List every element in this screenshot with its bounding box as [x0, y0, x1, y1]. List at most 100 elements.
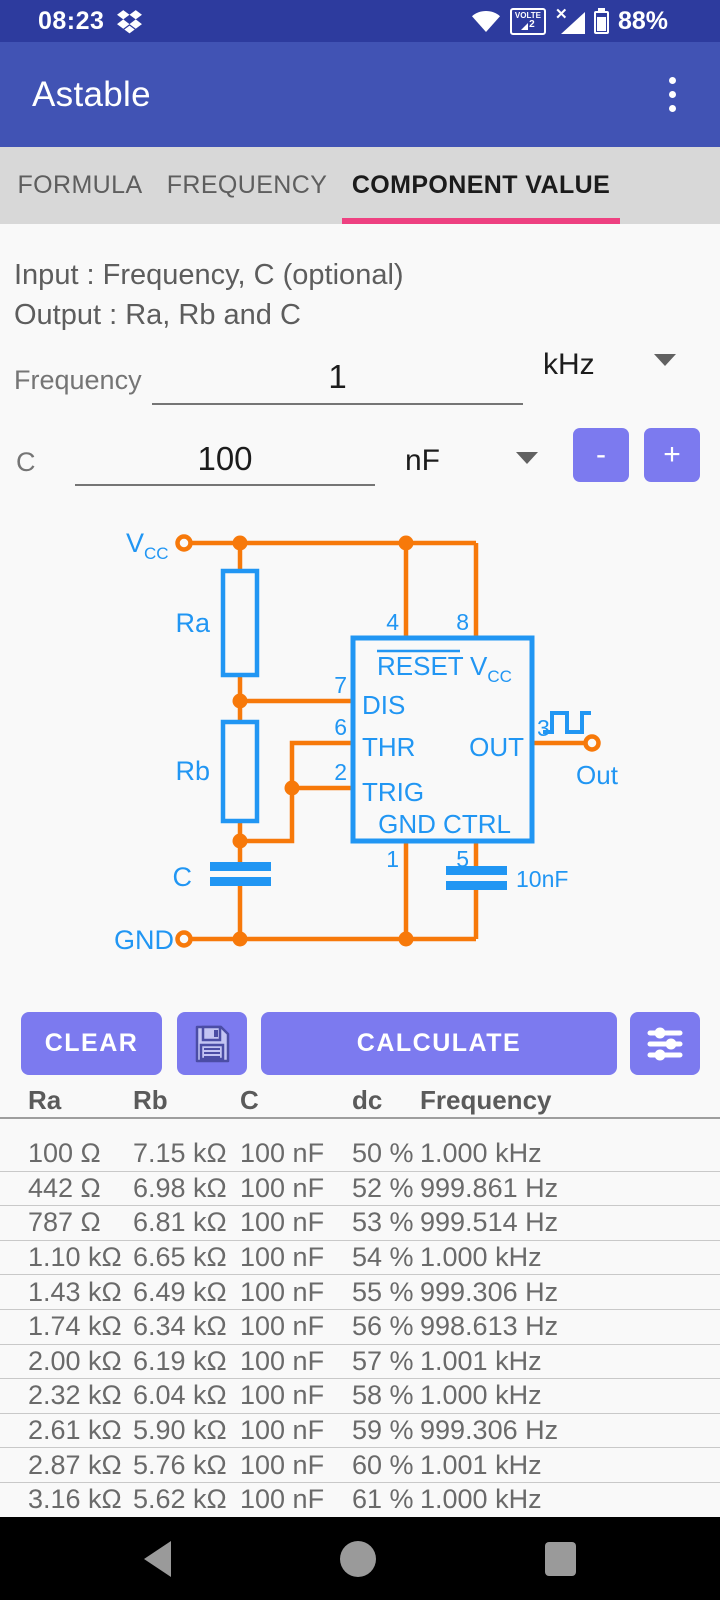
pin-number-6: 6	[334, 714, 347, 740]
table-cell: 1.001 kHz	[420, 1449, 542, 1480]
table-cell: 100 nF	[240, 1242, 325, 1273]
column-header-dc: dc	[352, 1084, 383, 1115]
pin-number-8: 8	[456, 609, 469, 635]
nav-back-icon[interactable]	[144, 1540, 172, 1577]
output-description: Output : Ra, Rb and C	[14, 299, 301, 331]
c-decrement-button[interactable]: -	[573, 428, 629, 482]
table-cell: 5.90 kΩ	[133, 1415, 227, 1446]
circuit-diagram: VCC GND Ra Rb C Out 10nF RESET VCC DIS T…	[114, 528, 619, 953]
table-cell: 1.000 kHz	[420, 1138, 542, 1169]
table-cell: 100 Ω	[28, 1138, 101, 1169]
frequency-input[interactable]: 1	[328, 358, 347, 395]
table-cell: 999.861 Hz	[420, 1172, 559, 1203]
table-cell: 1.74 kΩ	[28, 1311, 122, 1342]
table-cell: 6.19 kΩ	[133, 1345, 227, 1376]
chevron-down-icon[interactable]	[654, 354, 676, 366]
table-cell: 57 %	[352, 1345, 414, 1376]
save-button[interactable]	[177, 1012, 247, 1075]
c-input-underline	[75, 484, 375, 486]
vcc-terminal	[175, 534, 193, 552]
io-description: Input : Frequency, C (optional) Output :…	[14, 255, 404, 335]
battery-icon	[593, 8, 609, 34]
calculate-button[interactable]: CALCULATE	[261, 1012, 617, 1075]
circuit-label-out: Out	[576, 760, 619, 790]
circuit-label-ra: Ra	[175, 608, 210, 638]
table-cell: 100 nF	[240, 1345, 325, 1376]
pin-number-2: 2	[334, 759, 347, 785]
resistor-rb	[220, 719, 260, 824]
clear-button[interactable]: CLEAR	[21, 1012, 162, 1075]
circuit-label-c: C	[173, 862, 193, 892]
square-wave-icon	[543, 711, 591, 734]
circuit-label-gnd: GND	[114, 925, 174, 953]
signal-no-sim-icon: ✕	[555, 6, 585, 34]
junction-dots	[232, 535, 414, 947]
ic-pin-dis: DIS	[362, 690, 405, 720]
table-cell: 6.98 kΩ	[133, 1172, 227, 1203]
ic-pin-vcc: VCC	[470, 651, 512, 686]
nav-recents-icon[interactable]	[544, 1541, 576, 1576]
tab-bar: FORMULA FREQUENCY COMPONENT VALUE	[0, 147, 720, 224]
table-cell: 6.34 kΩ	[133, 1311, 227, 1342]
wifi-icon	[471, 10, 500, 32]
table-cell: 6.81 kΩ	[133, 1207, 227, 1238]
circuit-label-vcc: VCC	[126, 528, 169, 563]
table-cell: 100 nF	[240, 1449, 325, 1480]
c-label: C	[16, 447, 36, 477]
table-row[interactable]: 442 Ω 6.98 kΩ 100 nF 52 %999.861 Hz	[0, 1172, 720, 1207]
chevron-down-icon[interactable]	[516, 452, 538, 464]
battery-percent: 88%	[617, 6, 668, 35]
table-cell: 61 %	[352, 1484, 414, 1515]
input-description: Input : Frequency, C (optional)	[14, 259, 404, 291]
table-cell: 2.61 kΩ	[28, 1415, 122, 1446]
c-input[interactable]: 100	[197, 440, 253, 477]
table-cell: 6.65 kΩ	[133, 1242, 227, 1273]
status-bar: 08:23 VOLTE 2 ✕ 88%	[0, 0, 720, 42]
table-header: Ra Rb C dc Frequency	[0, 1083, 720, 1119]
c-increment-button[interactable]: +	[644, 428, 700, 482]
table-cell: 5.62 kΩ	[133, 1484, 227, 1515]
table-cell: 3.16 kΩ	[28, 1484, 122, 1515]
table-cell: 2.00 kΩ	[28, 1345, 122, 1376]
table-cell: 1.10 kΩ	[28, 1242, 122, 1273]
table-cell: 100 nF	[240, 1484, 325, 1515]
table-cell: 100 nF	[240, 1311, 325, 1342]
table-cell: 999.306 Hz	[420, 1276, 559, 1307]
overflow-menu-icon[interactable]	[663, 71, 682, 118]
ic-pin-gnd: GND	[378, 809, 436, 839]
circuit-label-10nf: 10nF	[516, 866, 568, 892]
frequency-unit-select[interactable]: kHz	[543, 348, 595, 381]
clock: 08:23	[38, 6, 105, 35]
resistor-ra	[220, 568, 260, 678]
gnd-terminal	[175, 930, 193, 948]
table-cell: 999.514 Hz	[420, 1207, 559, 1238]
table-cell: 100 nF	[240, 1172, 325, 1203]
filter-button[interactable]	[630, 1012, 700, 1075]
table-cell: 5.76 kΩ	[133, 1449, 227, 1480]
c-unit-select[interactable]: nF	[405, 444, 441, 477]
table-cell: 52 %	[352, 1172, 414, 1203]
tab-formula[interactable]: FORMULA	[17, 171, 143, 199]
table-cell: 442 Ω	[28, 1172, 101, 1203]
pin-number-7: 7	[334, 672, 347, 698]
frequency-label: Frequency	[14, 365, 142, 395]
tab-component-value[interactable]: COMPONENT VALUE	[342, 147, 620, 224]
table-cell: 54 %	[352, 1242, 414, 1273]
table-cell: 100 nF	[240, 1276, 325, 1307]
table-cell: 100 nF	[240, 1207, 325, 1238]
pin-number-1: 1	[386, 846, 399, 872]
tab-frequency[interactable]: FREQUENCY	[166, 171, 328, 199]
nav-home-icon[interactable]	[339, 1540, 376, 1577]
table-cell: 55 %	[352, 1276, 414, 1307]
